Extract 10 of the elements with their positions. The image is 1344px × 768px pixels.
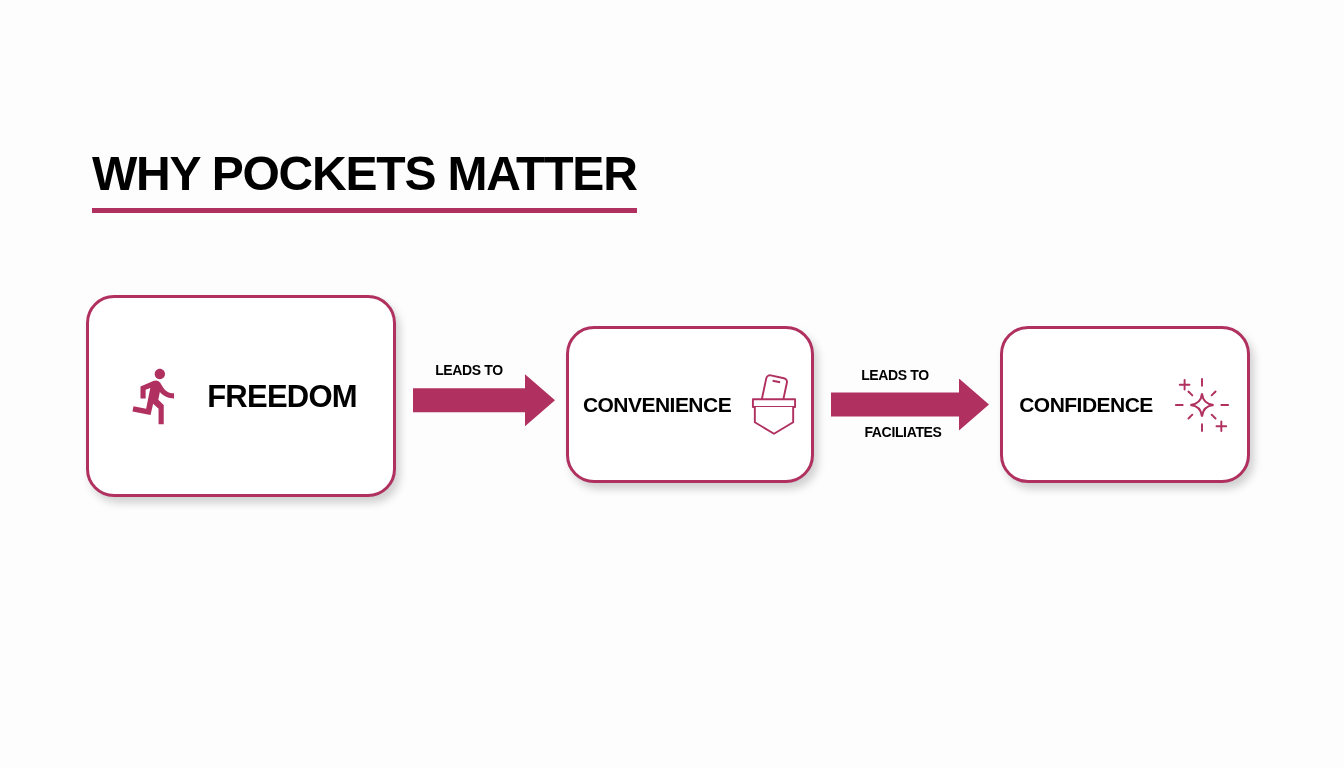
node-label: FREEDOM bbox=[207, 380, 357, 412]
title: WHY POCKETS MATTER bbox=[92, 150, 637, 198]
process-box bbox=[1000, 326, 1250, 483]
block-arrow bbox=[413, 374, 555, 427]
block-arrow bbox=[831, 378, 989, 431]
node-label: CONVENIENCE bbox=[582, 394, 732, 415]
process-box bbox=[566, 326, 814, 483]
node-label: CONFIDENCE bbox=[1019, 394, 1153, 415]
process-box bbox=[86, 295, 396, 497]
arrow-note: FACILIATES bbox=[864, 425, 942, 439]
